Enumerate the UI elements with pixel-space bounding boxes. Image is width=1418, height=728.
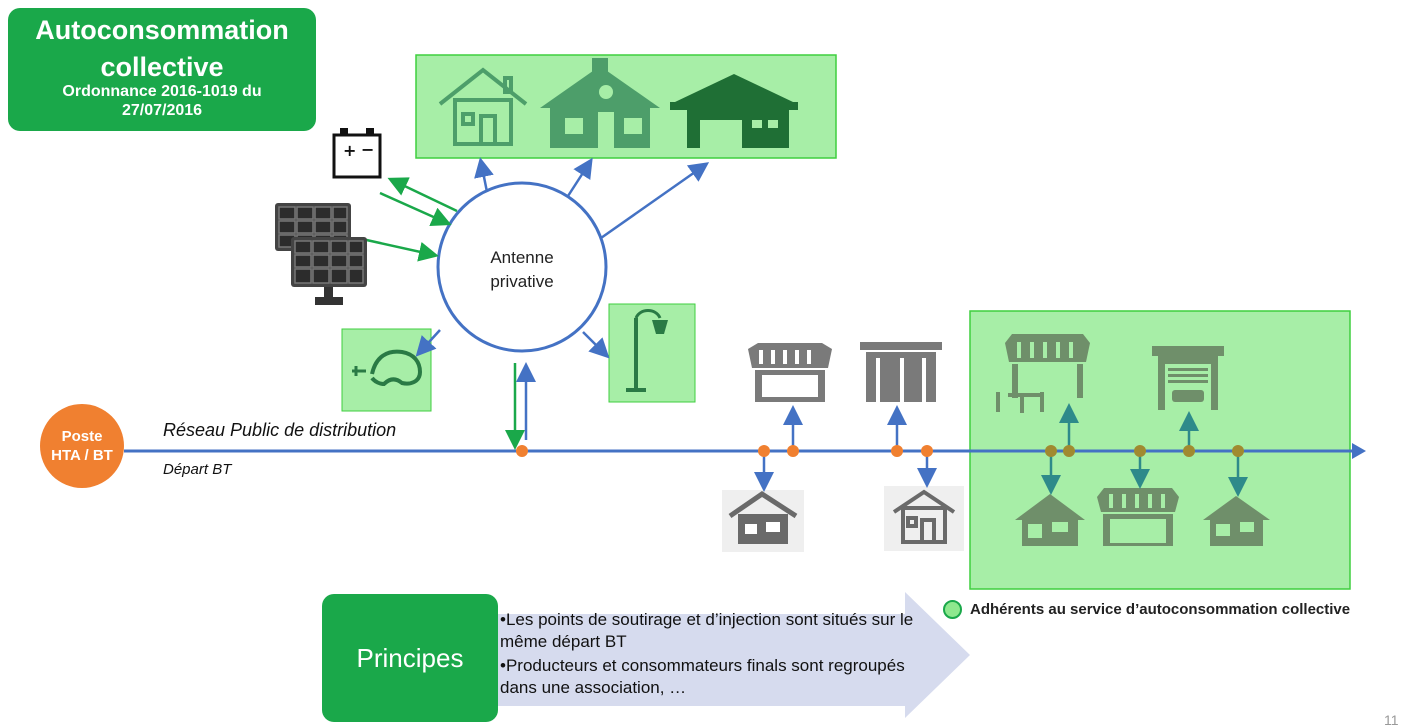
warehouse-icon xyxy=(670,74,798,148)
arrow-to-house xyxy=(474,157,494,193)
garage-icon xyxy=(1152,346,1224,410)
svg-text:−: − xyxy=(361,140,374,159)
title-line2: collective xyxy=(100,52,224,82)
node-olive xyxy=(1063,445,1075,457)
principes-bullet: •Les points de soutirage et d’injection … xyxy=(500,610,914,651)
school-icon xyxy=(540,58,660,148)
title-box: Autoconsommation collective Ordonnance 2… xyxy=(8,8,316,131)
poste-line2: HTA / BT xyxy=(51,447,113,464)
node-orange xyxy=(921,445,933,457)
solar-panel-icon xyxy=(275,203,367,305)
principes-box: Principes xyxy=(322,594,498,722)
electric-car-icon xyxy=(352,349,423,387)
antenne-circle xyxy=(436,181,608,353)
principes-title: Principes xyxy=(356,642,464,673)
principes-bullets: •Les points de soutirage et d’injection … xyxy=(500,609,920,701)
title-line1: Autoconsommation xyxy=(35,15,289,45)
house-icon xyxy=(722,490,804,552)
node-olive xyxy=(1134,445,1146,457)
reseau-label: Réseau Public de distribution xyxy=(163,420,397,440)
node-olive xyxy=(1045,445,1057,457)
page-number: 11 xyxy=(1384,712,1399,728)
title-line4: 27/07/2016 xyxy=(121,102,203,119)
antenne-label: Antenne privative xyxy=(452,246,592,294)
arrow-to-lamp xyxy=(582,331,610,359)
antenne-line2: privative xyxy=(490,272,554,291)
arrow-to-ev xyxy=(415,329,441,357)
legend-dot-icon xyxy=(943,600,962,619)
store-icon xyxy=(860,342,942,402)
node-olive xyxy=(1183,445,1195,457)
node-orange xyxy=(891,445,903,457)
node-olive xyxy=(1232,445,1244,457)
node-orange xyxy=(516,445,528,457)
poste-node: Poste HTA / BT xyxy=(40,404,124,488)
arrow-to-school xyxy=(566,157,593,197)
cafe-icon xyxy=(996,334,1090,413)
legend-label: Adhérents au service d’autoconsommation … xyxy=(970,601,1351,618)
battery-icon: + − xyxy=(332,128,382,179)
title-line3: Ordonnance 2016-1019 du xyxy=(62,83,262,100)
node-orange xyxy=(758,445,770,457)
node-orange xyxy=(787,445,799,457)
arrow-battery-out xyxy=(387,177,458,213)
principes-bullet: •Producteurs et consommateurs finals son… xyxy=(500,656,905,697)
house-icon xyxy=(1015,494,1085,546)
lamp-box xyxy=(608,303,696,403)
shop-icon xyxy=(1097,488,1179,546)
antenne-line1: Antenne xyxy=(490,248,554,267)
arrow-battery-in xyxy=(379,191,452,226)
house-icon xyxy=(884,486,964,551)
house-icon xyxy=(1203,496,1270,546)
arrow-solar xyxy=(361,237,439,262)
principes-arrow-shape xyxy=(480,592,970,718)
depart-label: Départ BT xyxy=(163,461,232,478)
legend: Adhérents au service d’autoconsommation … xyxy=(943,600,1350,619)
street-lamp-icon xyxy=(626,309,668,392)
svg-text:+: + xyxy=(343,141,356,160)
arrow-to-warehouse xyxy=(600,162,710,240)
poste-line1: Poste xyxy=(61,428,103,445)
house-icon xyxy=(438,67,528,146)
shop-icon xyxy=(748,343,832,402)
bt-line-arrowhead xyxy=(1352,443,1366,459)
